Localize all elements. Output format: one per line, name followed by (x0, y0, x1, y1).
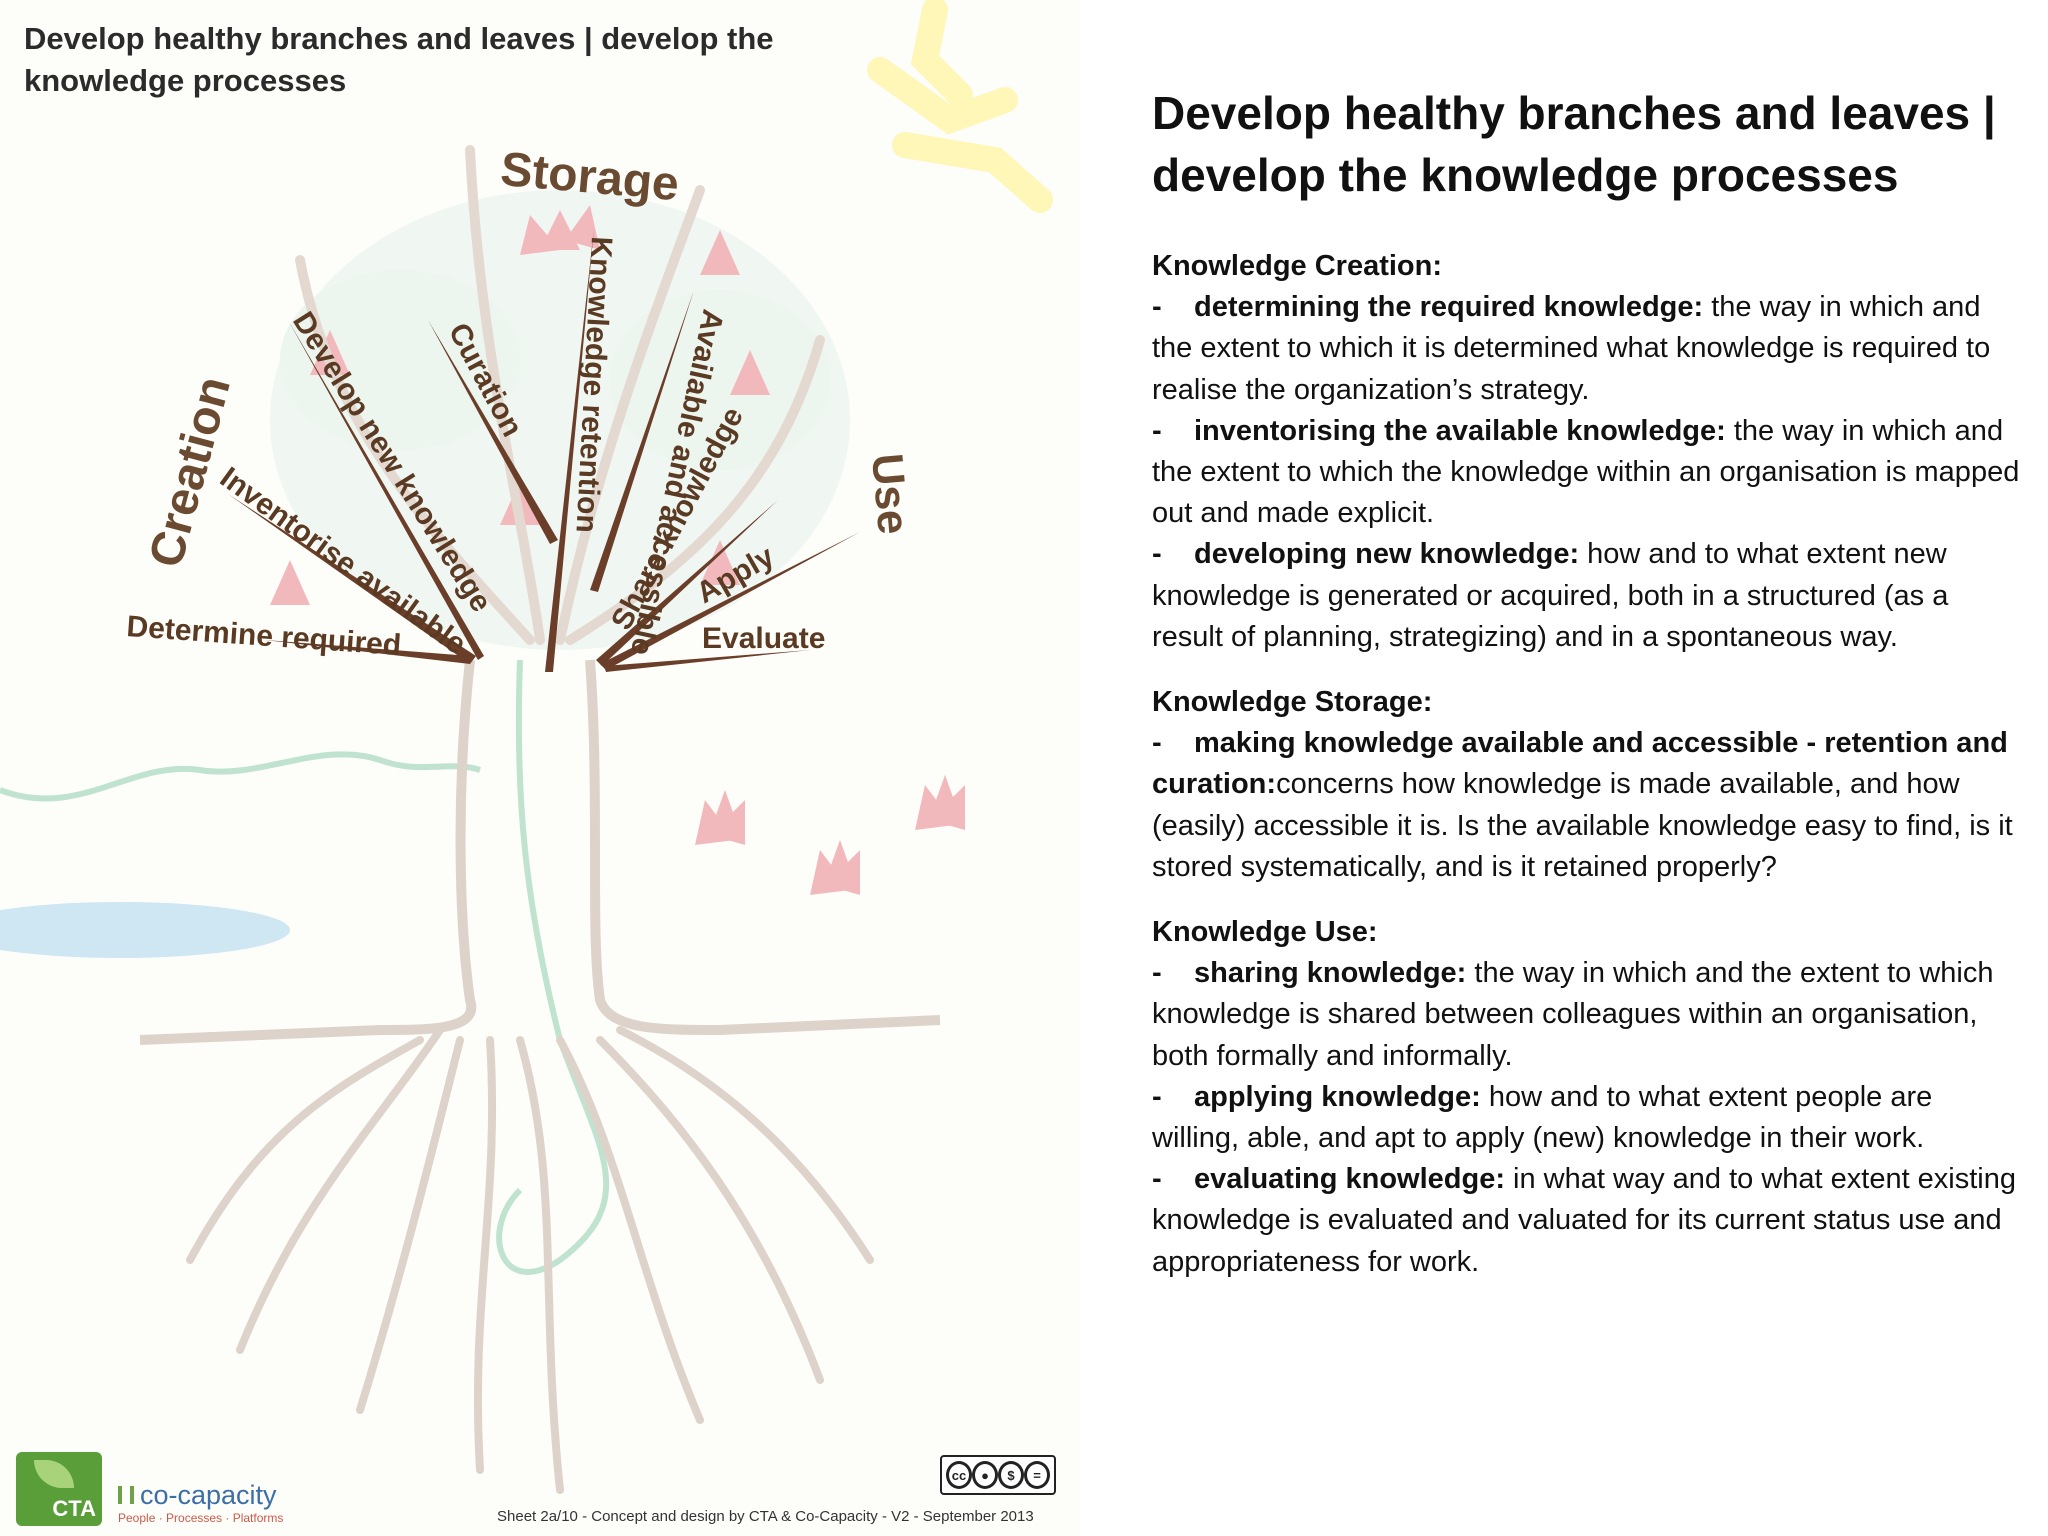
nd-icon: = (1024, 1461, 1050, 1489)
list-item: -inventorising the available knowledge: … (1152, 411, 2022, 535)
cocapacity-name: co-capacity (140, 1480, 277, 1510)
cc-license-badge: cc ● $ = (940, 1455, 1056, 1495)
cc-icon: cc (946, 1461, 972, 1489)
pond (0, 902, 290, 958)
sun-decoration (880, 10, 1040, 200)
article-title: Develop healthy branches and leaves | de… (1152, 82, 2022, 206)
item-term: evaluating knowledge: (1194, 1163, 1505, 1195)
item-term: applying knowledge: (1194, 1081, 1481, 1113)
section-use: Knowledge Use: -sharing knowledge: the w… (1152, 912, 2022, 1283)
label-use: Use (862, 452, 918, 537)
section-heading: Knowledge Creation: (1152, 246, 2022, 287)
item-term: sharing knowledge: (1194, 957, 1466, 989)
by-icon: ● (972, 1461, 998, 1489)
knowledge-tree-illustration: Storage Creation Use Determine required … (0, 0, 1080, 1536)
list-item: -making knowledge available and accessib… (1152, 723, 2022, 888)
item-term: developing new knowledge: (1194, 538, 1579, 570)
tree-roots (190, 1030, 870, 1490)
tree-illustration-panel: Develop healthy branches and leaves | de… (0, 0, 1080, 1536)
section-heading: Knowledge Use: (1152, 912, 2022, 953)
list-item: -sharing knowledge: the way in which and… (1152, 953, 2022, 1077)
label-evaluate: Evaluate (702, 622, 825, 655)
item-term: determining the required knowledge: (1194, 291, 1703, 323)
cocapacity-logo: co-capacity People · Processes · Platfor… (118, 1480, 283, 1525)
nc-icon: $ (998, 1461, 1024, 1489)
section-storage: Knowledge Storage: -making knowledge ava… (1152, 682, 2022, 888)
leaf-icon (34, 1460, 74, 1488)
stream-line (0, 754, 480, 798)
article-panel: Develop healthy branches and leaves | de… (1152, 82, 2022, 1283)
article-body: Knowledge Creation: -determining the req… (1152, 246, 2022, 1283)
label-determine: Determine required (126, 610, 403, 662)
list-item: -applying knowledge: how and to what ext… (1152, 1077, 2022, 1159)
bars-icon (118, 1486, 134, 1504)
item-term: inventorising the available knowledge: (1194, 415, 1726, 447)
list-item: -developing new knowledge: how and to wh… (1152, 534, 2022, 658)
list-item: -evaluating knowledge: in what way and t… (1152, 1159, 2022, 1283)
section-creation: Knowledge Creation: -determining the req… (1152, 246, 2022, 658)
item-text: concerns how knowledge is made available… (1152, 768, 2013, 882)
cta-logo-text: CTA (52, 1496, 96, 1522)
cta-logo: CTA (16, 1452, 102, 1526)
cocapacity-tagline: People · Processes · Platforms (118, 1511, 283, 1525)
footer-credit: Sheet 2a/10 - Concept and design by CTA … (497, 1508, 1034, 1525)
section-heading: Knowledge Storage: (1152, 682, 2022, 723)
list-item: -determining the required knowledge: the… (1152, 287, 2022, 411)
